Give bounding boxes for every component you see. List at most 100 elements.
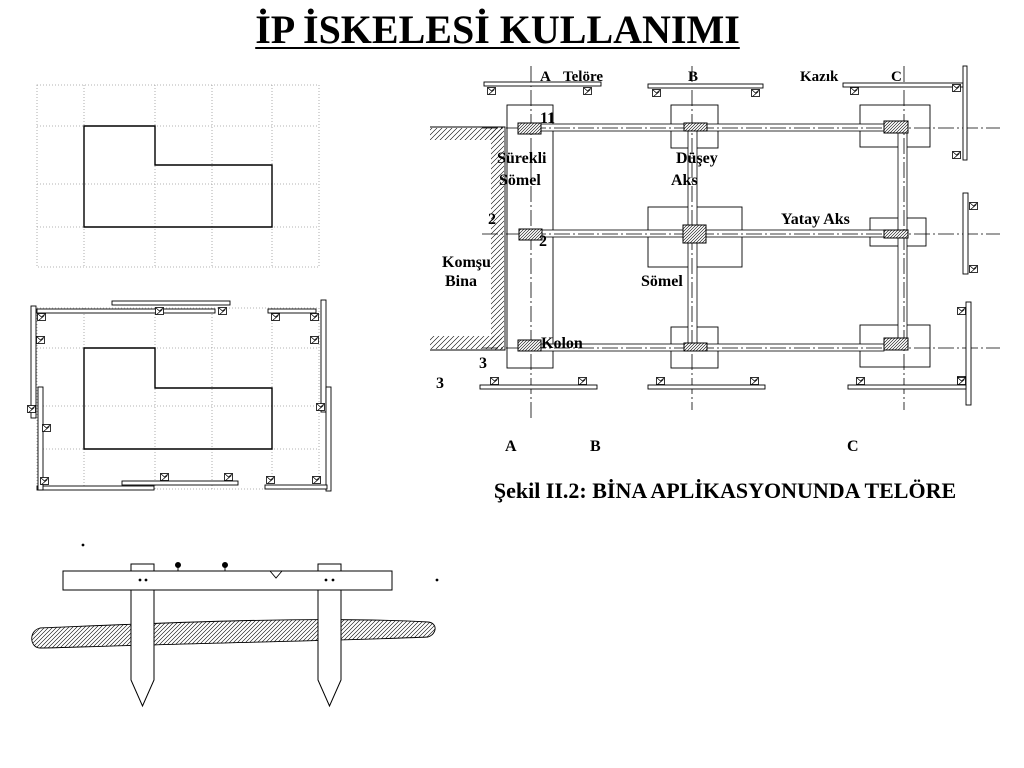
batter-board-top-a (483, 81, 602, 87)
stake-post-top-right (317, 563, 342, 572)
stake-marker (271, 313, 280, 321)
label-komsu: Komşu (442, 254, 491, 271)
label-aks: Aks (671, 172, 698, 189)
tie-beam-axis-b (687, 130, 698, 345)
pad-footing-b1 (670, 104, 719, 149)
neighbor-boundary (430, 126, 506, 351)
stake-marker (952, 151, 961, 159)
ground-section (31, 619, 436, 649)
label-kolon: Kolon (541, 335, 583, 352)
stake-marker (583, 87, 592, 95)
stake-marker (487, 87, 496, 95)
stake-marker (969, 202, 978, 210)
batter-board-right-3 (965, 301, 972, 406)
batter-board (320, 299, 327, 413)
stake-marker (957, 377, 966, 385)
stake-marker (160, 473, 169, 481)
batter-board-bottom-b (647, 384, 766, 390)
grid-border (36, 84, 320, 268)
row-label-2-inner: 2 (539, 233, 547, 250)
neighbor-hatch-top (430, 128, 502, 140)
stake-marker (155, 307, 164, 315)
stake-marker (224, 473, 233, 481)
batter-board-bottom-a (479, 384, 598, 390)
stake-marker (490, 377, 499, 385)
nail-head (222, 562, 228, 568)
nail-dot (324, 578, 328, 582)
stake-marker (652, 89, 661, 97)
stake-marker (751, 89, 760, 97)
column-b2 (682, 224, 707, 244)
batter-board (37, 386, 44, 491)
column-c2 (883, 229, 909, 239)
nail-dot (331, 578, 335, 582)
stake-marker (266, 476, 275, 484)
tie-beam-axis-c (897, 131, 908, 339)
batter-board-right-1 (962, 65, 968, 161)
batter-board (30, 305, 37, 419)
column-a1 (517, 122, 542, 135)
stake-marker (310, 336, 319, 344)
row-label-3-outer: 3 (436, 375, 444, 392)
stray-dot (435, 578, 439, 582)
stake-marker (957, 307, 966, 315)
column-a2 (518, 228, 543, 241)
stake-marker (969, 265, 978, 273)
batter-board (264, 484, 328, 490)
label-kazik: Kazık (800, 69, 839, 85)
stake-marker (850, 87, 859, 95)
stake-marker (957, 376, 966, 384)
batter-board-plank (62, 570, 393, 591)
neighbor-hatch-side (491, 128, 504, 350)
stake-marker (27, 405, 36, 413)
stake-marker (312, 476, 321, 484)
label-telore: Telöre (563, 69, 603, 85)
stake-post-top-left (130, 563, 155, 572)
label-somel-pad: Sömel (641, 273, 683, 290)
row-label-2-outer: 2 (488, 211, 496, 228)
label-bina: Bina (445, 273, 477, 290)
building-outline (83, 347, 273, 450)
stake-marker (750, 377, 759, 385)
stake-marker (578, 377, 587, 385)
continuous-footing (506, 104, 554, 369)
label-surekli: Sürekli (497, 150, 547, 167)
pad-footing-c2 (869, 217, 927, 247)
batter-board (111, 300, 231, 306)
stake-post-right (317, 589, 342, 708)
nail-head (175, 562, 181, 568)
stake-marker (42, 424, 51, 432)
nail-dot (138, 578, 142, 582)
stake-marker (40, 477, 49, 485)
column-a3 (517, 339, 542, 352)
foundation-plan: A Telöre B Kazık C 11 Sürekli Sömel Düşe… (430, 65, 1000, 503)
building-outline (83, 125, 273, 228)
plan-with-batter-boards (27, 299, 332, 492)
batter-board (267, 308, 317, 314)
pad-footing-c1 (859, 104, 931, 148)
column-c3 (883, 337, 909, 351)
stray-dot (81, 543, 85, 547)
row-label-3-inner: 3 (479, 355, 487, 372)
tie-beam-row-3 (540, 343, 885, 352)
nail-dot (144, 578, 148, 582)
neighbor-hatch-bottom (430, 336, 502, 349)
batter-board-profile (31, 543, 439, 708)
batter-board-top-c (842, 82, 964, 88)
axis-label-top-b: B (688, 69, 698, 85)
figure-caption: Şekil II.2: BİNA APLİKASYONUNDA TELÖRE (494, 478, 956, 503)
batter-board (121, 480, 239, 486)
batter-board-top-b (647, 83, 764, 89)
stake-marker (37, 313, 46, 321)
label-dusey: Düşey (676, 150, 718, 167)
stake-marker (218, 307, 227, 315)
axis-label-bottom-c: C (847, 438, 859, 455)
row-label-1: 11 (540, 110, 555, 127)
axis-label-bottom-b: B (590, 438, 601, 455)
tie-beam-row-2 (541, 229, 885, 238)
batter-board (325, 386, 332, 492)
grid-border (36, 307, 320, 490)
stake-post-left (130, 589, 155, 708)
column-b1 (683, 122, 708, 132)
